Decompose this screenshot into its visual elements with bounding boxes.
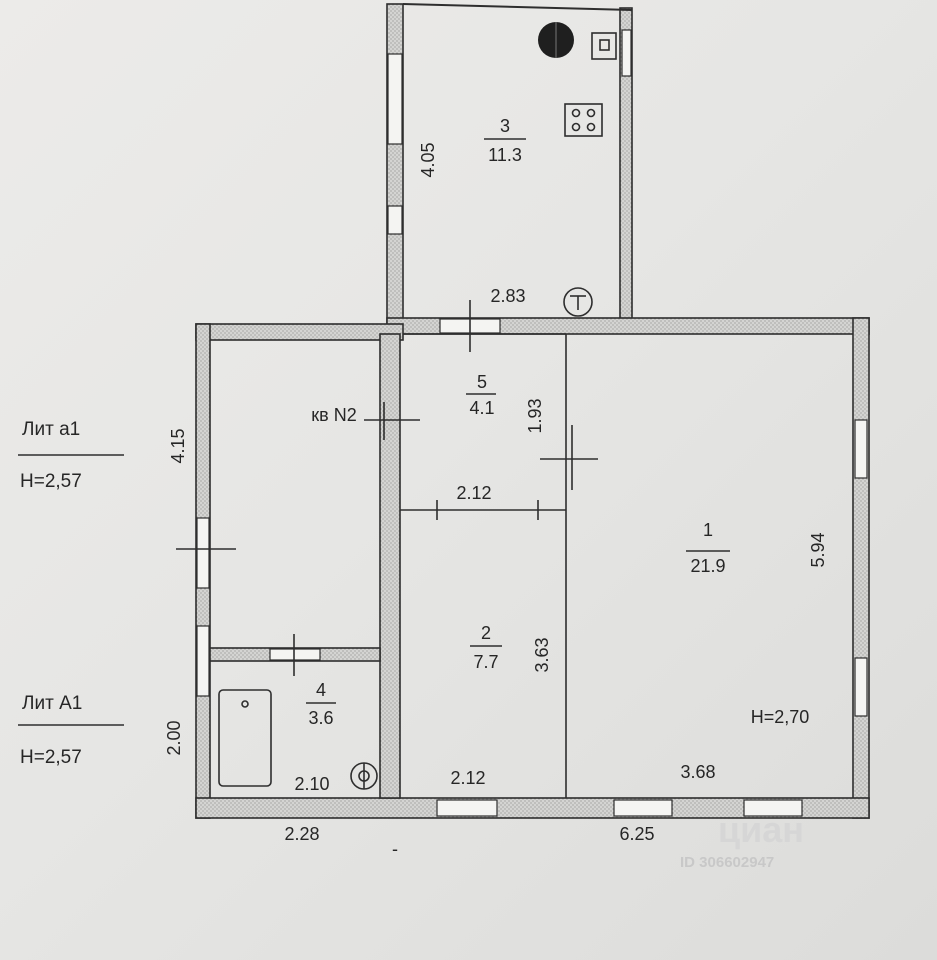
room-2-number: 2 xyxy=(481,623,491,643)
dim-left-upper: 4.15 xyxy=(168,428,188,463)
watermark-id: ID 306602947 xyxy=(680,854,774,871)
window-room1-upper xyxy=(854,419,868,479)
dim-left-lower: 2.00 xyxy=(164,720,184,755)
legend-height-lower: H=2,57 xyxy=(20,747,82,768)
bottom-outer-wall xyxy=(195,797,870,819)
legend-height-upper: H=2,57 xyxy=(20,471,82,492)
dim-bottom-right: 6.25 xyxy=(619,824,654,844)
window-room1-b xyxy=(743,799,803,817)
kitchen-top-wall xyxy=(402,3,633,11)
dim-room2-width: 2.12 xyxy=(450,768,485,788)
window-left-lower xyxy=(196,625,210,697)
dim-room1-length: 5.94 xyxy=(808,532,828,567)
room-3-number: 3 xyxy=(500,116,510,136)
dim-room1-width: 3.68 xyxy=(680,762,715,782)
room-1-number: 1 xyxy=(703,520,713,540)
room-1-area: 21.9 xyxy=(690,556,725,576)
room-4-area: 3.6 xyxy=(308,708,333,728)
room-4-number: 4 xyxy=(316,680,326,700)
window-room2 xyxy=(436,799,498,817)
apartment-label: кв N2 xyxy=(311,405,356,425)
dim-bath-width: 2.10 xyxy=(294,774,329,794)
room-3-area: 11.3 xyxy=(488,145,522,165)
bathtub-icon xyxy=(218,689,272,787)
room-1-height: H=2,70 xyxy=(751,707,810,727)
window-kitchen-left xyxy=(387,53,403,145)
door-ticks xyxy=(176,300,598,676)
dim-kitchen-width: 2.83 xyxy=(490,286,525,306)
gas-meter-icon xyxy=(563,287,593,317)
legend-lit-a1-lower: Лит а1 xyxy=(22,419,80,440)
legend-lit-a1-upper: Лит А1 xyxy=(22,693,82,714)
dim-hall-width: 2.12 xyxy=(456,483,491,503)
room-2-area: 7.7 xyxy=(473,652,498,672)
dim-room2-length: 3.63 xyxy=(532,637,552,672)
window-kitchen-right xyxy=(621,29,632,77)
room-5-area: 4.1 xyxy=(469,398,494,418)
kitchen-left-wall xyxy=(386,3,404,331)
stray-dash: - xyxy=(392,839,398,859)
window-kitchen-left-small xyxy=(387,205,403,235)
stove-icon xyxy=(564,103,603,137)
room-5-number: 5 xyxy=(477,372,487,392)
meter-icon xyxy=(591,32,617,60)
door-bath xyxy=(269,648,321,661)
left-top-wall xyxy=(195,323,404,341)
room-fraction-bars xyxy=(306,138,730,704)
dim-hall-length: 1.93 xyxy=(525,398,545,433)
right-outer-wall xyxy=(852,317,870,819)
fixtures xyxy=(218,22,617,790)
dim-bottom-left: 2.28 xyxy=(284,824,319,844)
window-room1-lower xyxy=(854,657,868,717)
dim-kitchen-length: 4.05 xyxy=(418,142,438,177)
left-block-partition xyxy=(379,333,401,799)
window-room1-a xyxy=(613,799,673,817)
watermark-brand: циан xyxy=(718,809,804,850)
window-left-upper xyxy=(196,517,210,589)
legend-lines xyxy=(18,454,124,726)
